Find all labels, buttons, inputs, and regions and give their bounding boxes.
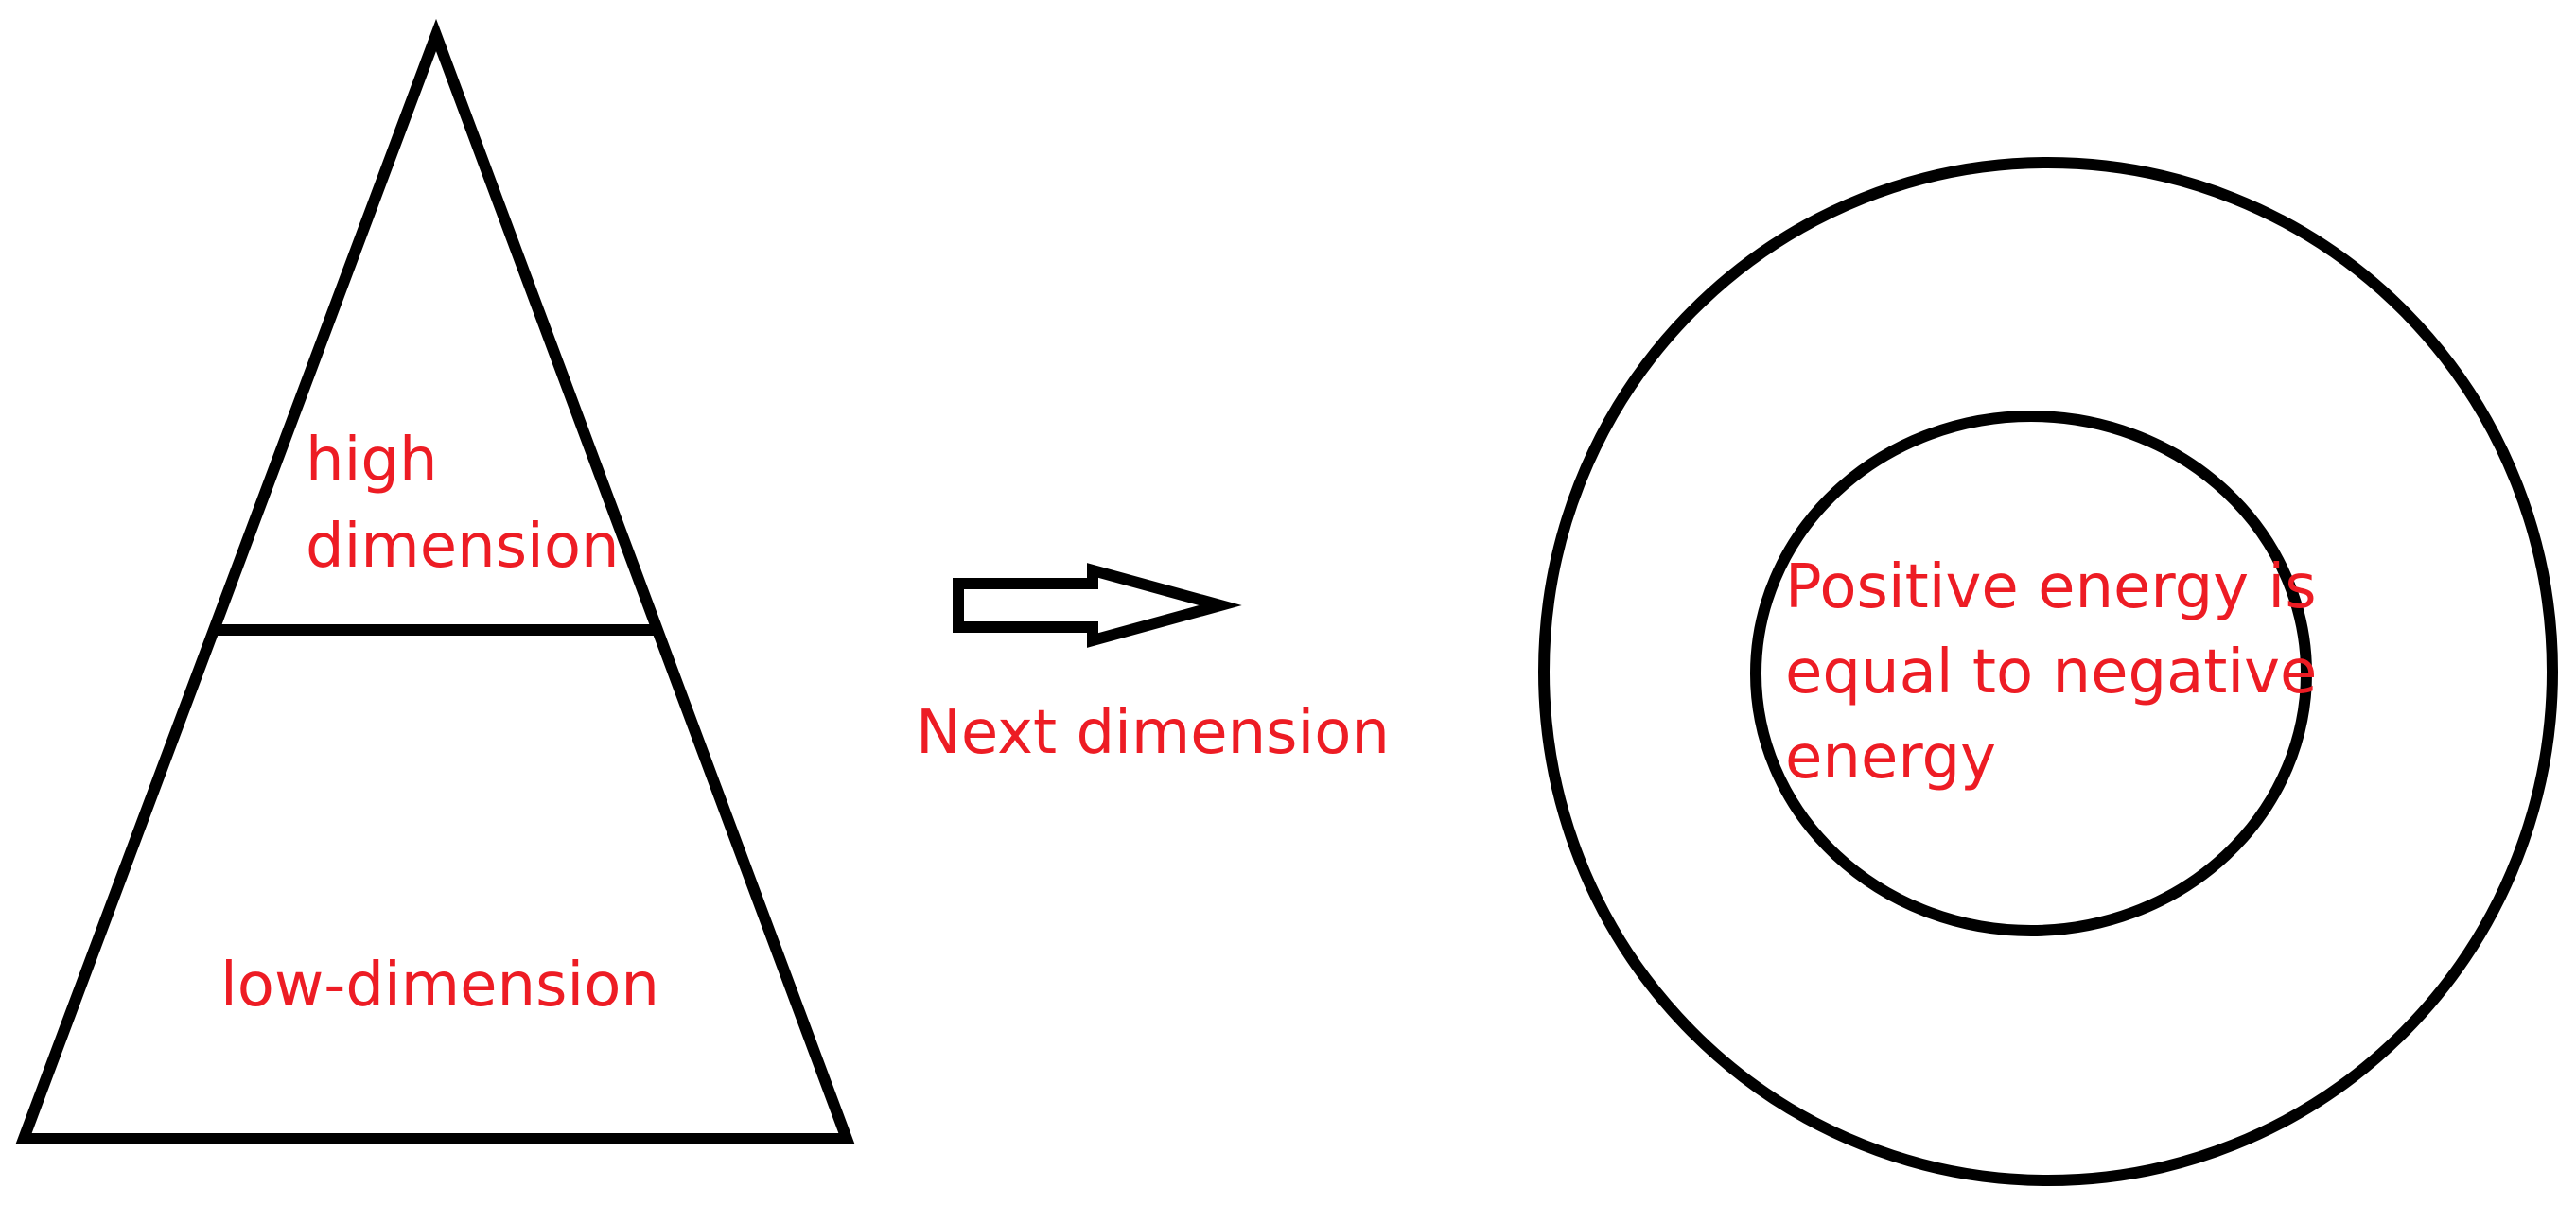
circle-label-line3: energy [1785, 723, 1996, 793]
concentric-circles: Positive energy is equal to negative ene… [1538, 157, 2558, 1186]
pyramid-top-label-line1: high [306, 426, 438, 496]
circle-label-line1: Positive energy is [1785, 552, 2317, 622]
inner-circle [1750, 411, 2312, 936]
right-arrow-icon [953, 563, 1242, 648]
pyramid-outline [15, 18, 855, 1144]
pyramid-bottom-label: low-dimension [220, 951, 659, 1021]
pyramid-top-label-line2: dimension [306, 512, 620, 582]
circle-label-line2: equal to negative [1785, 638, 2317, 708]
pyramid: high dimension low-dimension [15, 18, 855, 1144]
arrow-label: Next dimension [916, 698, 1390, 768]
transition-arrow: Next dimension [916, 563, 1390, 768]
outer-circle [1538, 157, 2558, 1186]
